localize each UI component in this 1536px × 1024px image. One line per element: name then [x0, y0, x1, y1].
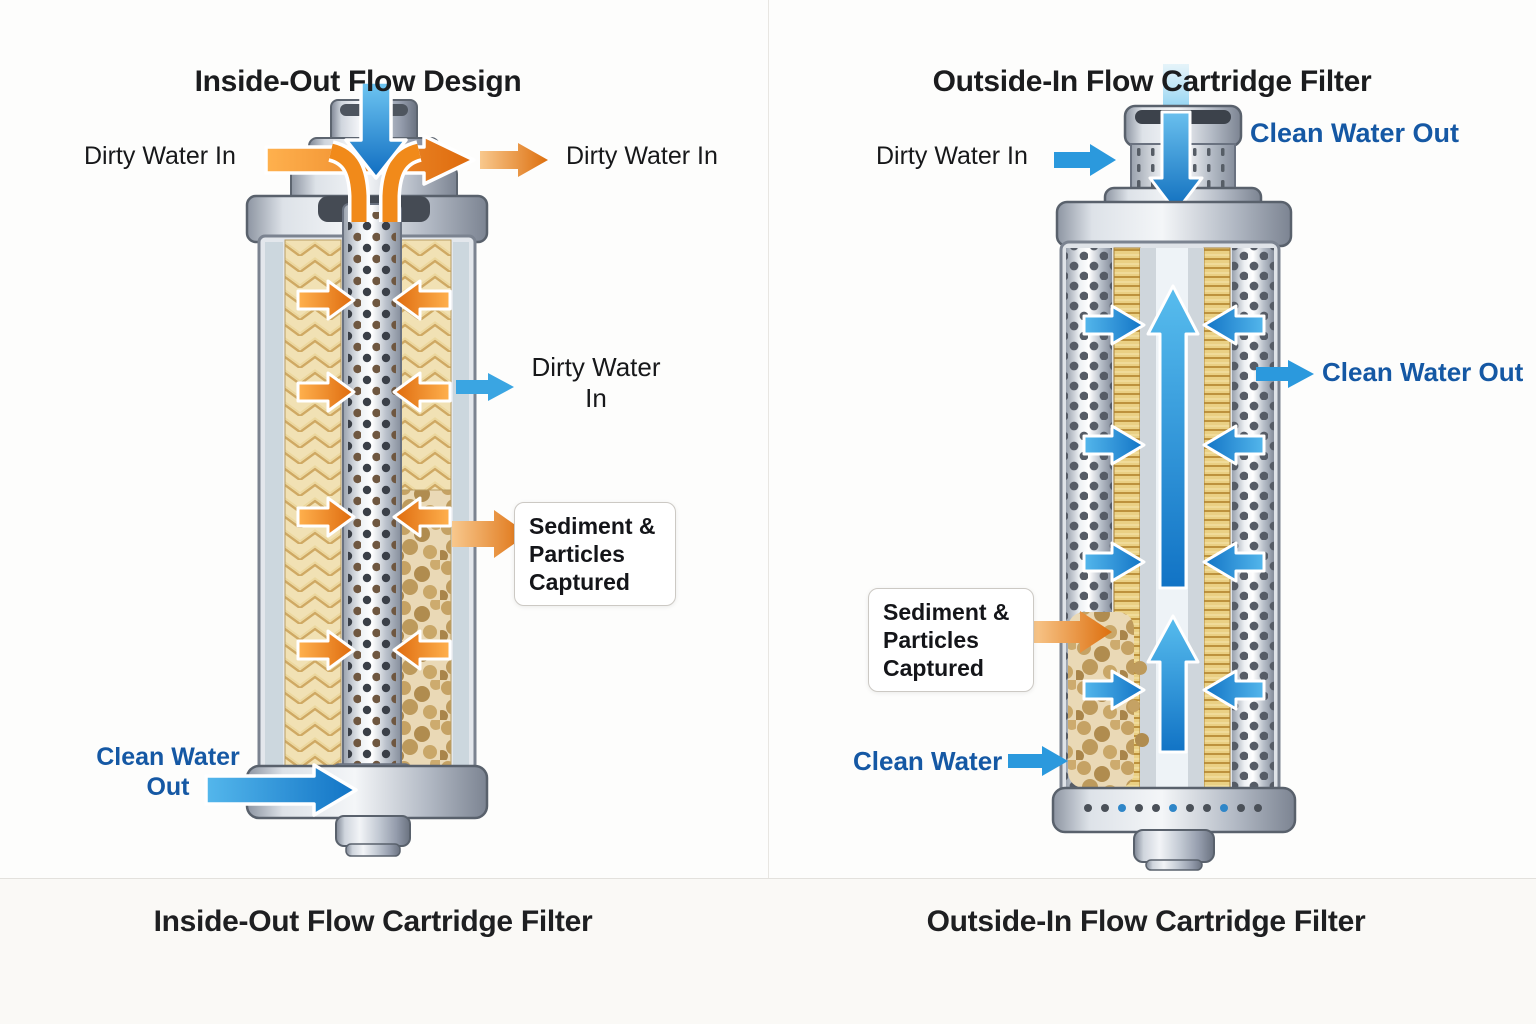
right-panel: Outside-In Flow Cartridge Filter Dirty W… — [768, 0, 1536, 878]
dirty-water-down-ribbons — [327, 140, 423, 222]
sediment-callout-arrow — [452, 510, 528, 558]
sediment-captured-callout: Sediment & Particles Captured — [514, 502, 676, 606]
right-filter-cap — [1055, 200, 1293, 248]
label-dirty-water-in-right: Dirty Water In — [566, 142, 718, 170]
left-filter-core-tube — [332, 203, 412, 785]
dirty-water-mid-arrow — [456, 373, 514, 401]
dirty-water-right-arrow — [480, 143, 548, 177]
right-panel-title: Outside-In Flow Cartridge Filter — [932, 64, 1372, 98]
label-clean-water-out-top: Clean Water Out — [1250, 118, 1460, 148]
outside-in-filter-illustration — [1008, 64, 1314, 871]
panel-divider — [768, 0, 769, 878]
sediment-captured-callout: Sediment & Particles Captured — [868, 588, 1034, 692]
clean-water-out-arrow — [204, 763, 358, 817]
left-panel: Inside-Out Flow Design Dirty Water In Di… — [0, 0, 768, 878]
clean-water-bottom-arrow — [1008, 746, 1068, 776]
label-clean-water-bottom: Clean Water — [853, 746, 1003, 776]
right-caption: Outside-In Flow Cartridge Filter — [926, 905, 1366, 938]
label-clean-water-out-mid: Clean Water Out — [1322, 357, 1524, 387]
footer-divider — [0, 878, 1536, 879]
base-perforations — [1084, 804, 1262, 812]
outlet-down-arrow — [1148, 110, 1204, 214]
sediment-callout-arrow — [1032, 611, 1112, 653]
caption-footer: Inside-Out Flow Cartridge Filter Outside… — [0, 879, 1536, 1024]
label-dirty-water-in-mid: Dirty Water In — [531, 352, 661, 413]
inside-out-filter-illustration — [204, 80, 548, 857]
flow-through-media-arrows — [1082, 304, 1266, 711]
clean-water-out-mid-arrow — [1256, 360, 1314, 388]
left-caption: Inside-Out Flow Cartridge Filter — [153, 905, 593, 938]
label-dirty-water-in-left: Dirty Water In — [84, 142, 236, 170]
dirty-water-in-arrow — [1054, 144, 1116, 176]
label-clean-water-out: Clean Water Out — [96, 743, 240, 801]
left-panel-title: Inside-Out Flow Design — [194, 64, 522, 98]
inlet-down-arrow — [344, 80, 408, 180]
flow-through-media-arrows — [296, 279, 452, 671]
clean-water-up-arrows — [1146, 284, 1200, 754]
right-filter-base — [1051, 786, 1297, 871]
label-dirty-water-in: Dirty Water In — [876, 142, 1028, 170]
